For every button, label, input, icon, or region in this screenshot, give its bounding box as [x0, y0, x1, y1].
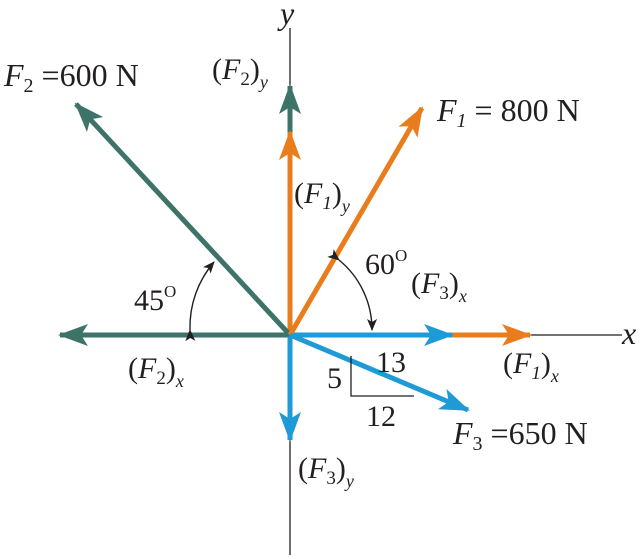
f1-label: F1 = 800 N	[436, 92, 580, 132]
f3y-component-label: (F3)y	[298, 452, 354, 491]
angle-label-45: 45O	[134, 282, 176, 317]
slope-horizontal-label: 12	[366, 400, 396, 433]
f2x-component-label: (F2)x	[128, 352, 184, 391]
angle-label-60: 60O	[365, 246, 407, 281]
angle-arc-45	[185, 261, 215, 342]
y-axis-label: y	[277, 0, 295, 31]
f1y-component-label: (F1)y	[294, 177, 350, 216]
f2-label: F2 =600 N	[3, 57, 139, 97]
f3x-component-label: (F3)x	[411, 267, 467, 306]
slope-triangle	[350, 356, 414, 397]
f1-vector-arrow	[287, 106, 425, 337]
f2-vector-arrow	[74, 102, 292, 337]
angle-arc-60	[327, 249, 378, 331]
slope-hypotenuse-label: 13	[376, 346, 406, 379]
f3-vector-arrow	[289, 332, 470, 413]
f2y-component-label: (F2)y	[212, 53, 268, 92]
slope-vertical-label: 5	[327, 362, 342, 395]
f3-label: F3 =650 N	[452, 415, 588, 455]
f1x-component-label: (F1)x	[503, 347, 559, 386]
x-axis-label: x	[621, 315, 636, 351]
